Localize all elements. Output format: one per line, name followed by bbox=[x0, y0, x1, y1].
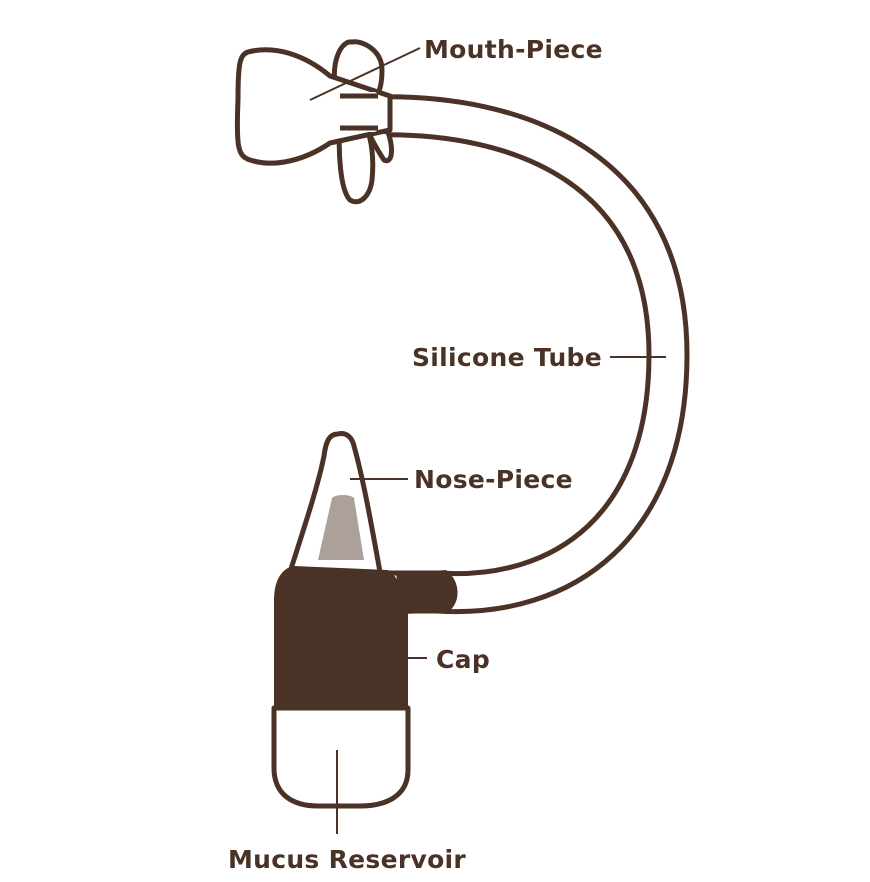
mouth-piece-funnel bbox=[234, 47, 393, 166]
leader-lines bbox=[309, 47, 666, 834]
mouth-piece-collar bbox=[340, 92, 378, 132]
label-mouth-piece: Mouth-Piece bbox=[424, 35, 603, 64]
cap-body bbox=[274, 566, 408, 710]
silicone-tube bbox=[371, 94, 690, 615]
labels: Mouth-Piece Silicone Tube Nose-Piece Cap… bbox=[228, 35, 603, 874]
silicone-tube-inner bbox=[371, 99, 685, 610]
label-mucus-reservoir: Mucus Reservoir bbox=[228, 845, 466, 874]
mouth-piece-collar-edges bbox=[340, 93, 378, 131]
mouth-piece bbox=[234, 39, 394, 205]
nose-piece-inner-tip bbox=[318, 495, 364, 560]
mucus-reservoir bbox=[271, 705, 411, 809]
mouth-piece-lobe-bottom bbox=[336, 123, 376, 205]
label-cap: Cap bbox=[436, 645, 490, 674]
leader-line-mouth-piece bbox=[309, 47, 421, 101]
label-nose-piece: Nose-Piece bbox=[414, 465, 573, 494]
nose-piece bbox=[287, 431, 383, 575]
cap-tube-connector bbox=[396, 570, 458, 614]
label-silicone-tube: Silicone Tube bbox=[412, 343, 602, 372]
cap bbox=[274, 566, 458, 710]
